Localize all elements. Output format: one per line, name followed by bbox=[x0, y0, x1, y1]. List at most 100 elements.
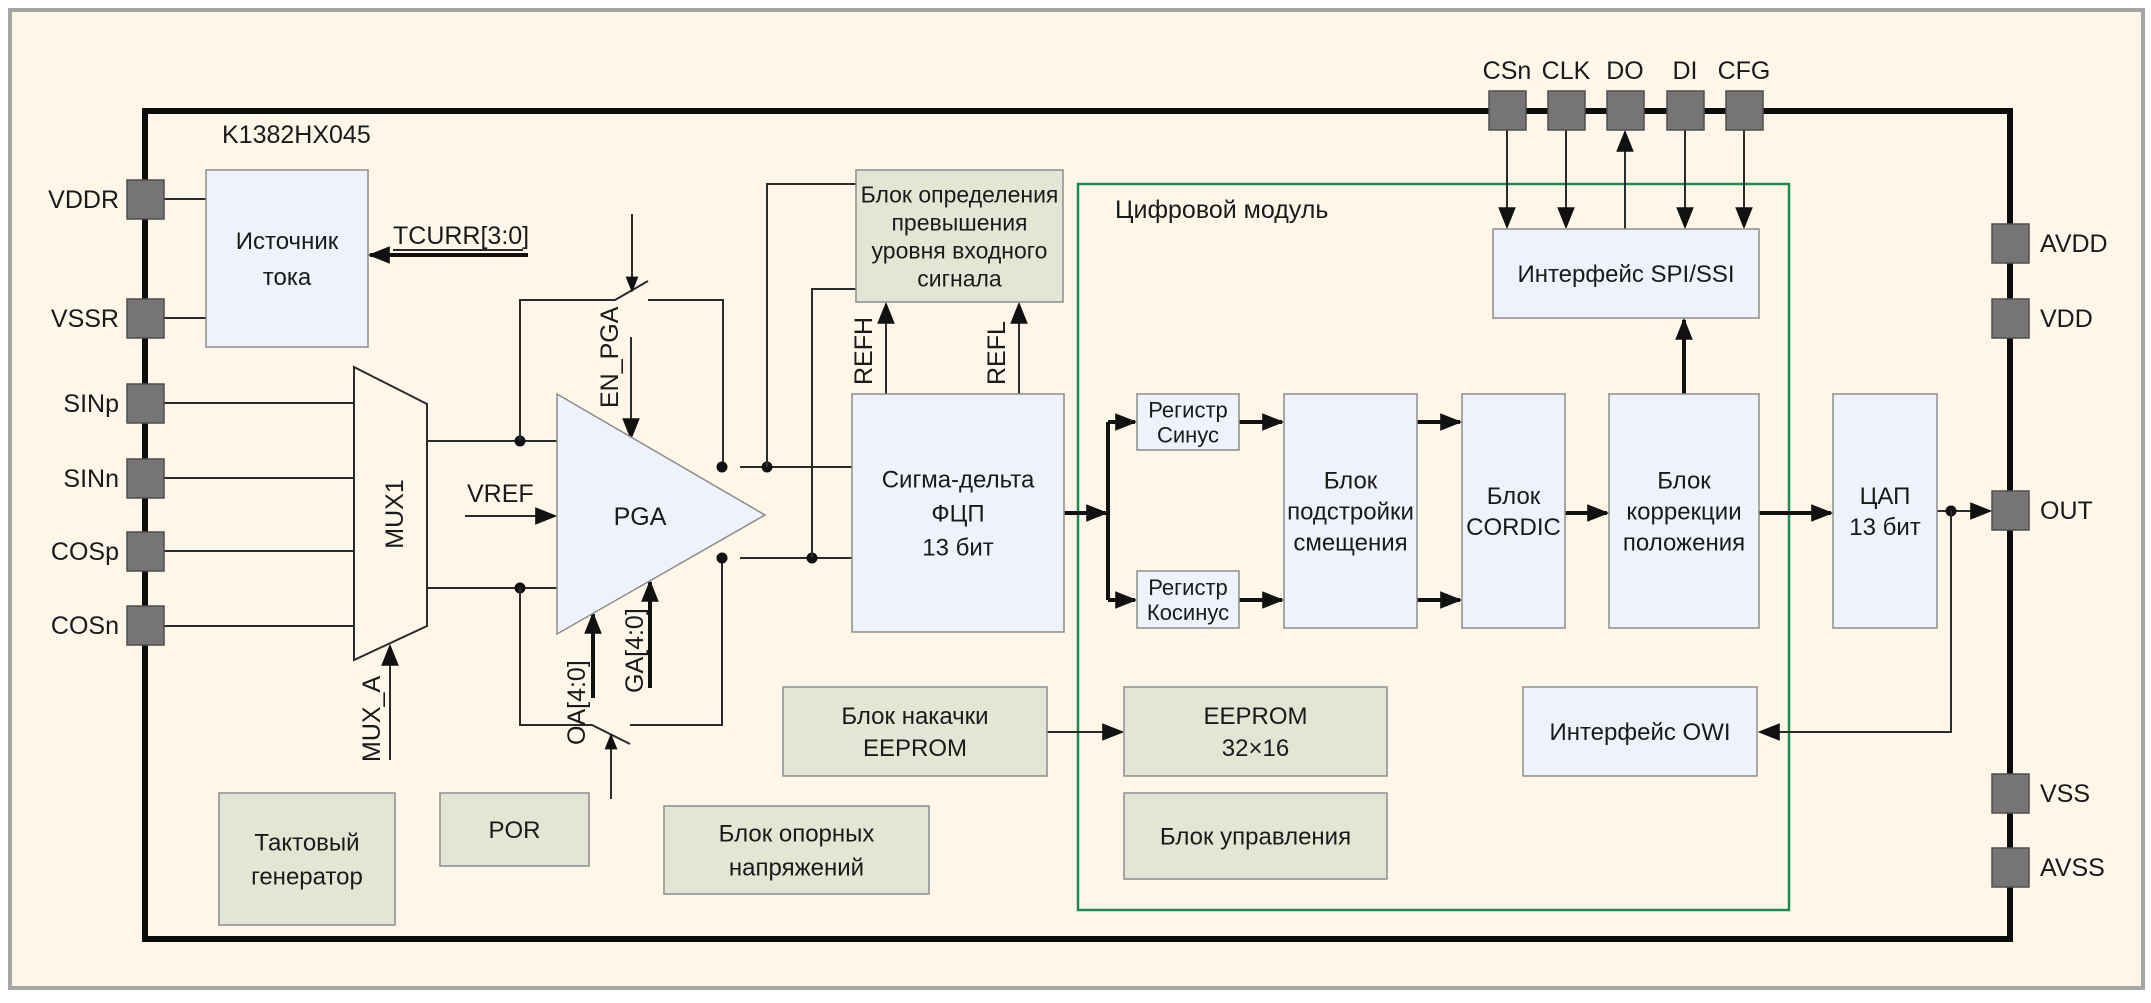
overload-detect-block-label: превышения bbox=[891, 209, 1027, 235]
eeprom-block-label: EEPROM bbox=[1203, 703, 1307, 730]
pin-label: VDD bbox=[2040, 305, 2093, 333]
refl-label: REFL bbox=[983, 321, 1011, 385]
pin-cfg[interactable]: CFG bbox=[1718, 57, 1771, 131]
register-cos-block-label: Регистр bbox=[1148, 575, 1228, 600]
cordic-block-label: Блок bbox=[1487, 483, 1541, 510]
sigma-delta-adc-block-label: Сигма-дельта bbox=[882, 467, 1035, 494]
register-cos-block-label: Косинус bbox=[1147, 600, 1229, 625]
chip-name: K1382HX045 bbox=[222, 121, 371, 149]
pad-square[interactable] bbox=[126, 298, 165, 339]
por-block-box bbox=[439, 792, 590, 867]
owi-interface-block-label: Интерфейс OWI bbox=[1549, 719, 1730, 746]
dac-block: ЦАП 13 бит bbox=[1832, 393, 1938, 629]
pin-vss[interactable]: VSS bbox=[1991, 773, 2090, 814]
pad-square[interactable] bbox=[1991, 298, 2030, 339]
offset-trim-block-box bbox=[1283, 393, 1418, 629]
cordic-block-label: CORDIC bbox=[1466, 514, 1561, 541]
owi-interface-block-box bbox=[1522, 686, 1758, 777]
pad-square[interactable] bbox=[126, 383, 165, 424]
pad-square[interactable] bbox=[1488, 90, 1527, 131]
pin-vdd[interactable]: VDD bbox=[1991, 298, 2093, 339]
junction-dot bbox=[716, 461, 728, 473]
pin-sinn[interactable]: SINn bbox=[63, 458, 165, 499]
pad-square[interactable] bbox=[126, 531, 165, 572]
pin-sinp[interactable]: SINp bbox=[63, 383, 165, 424]
pin-out[interactable]: OUT bbox=[1991, 490, 2093, 531]
pin-label: SINp bbox=[63, 390, 119, 418]
register-sin-block-label: Синус bbox=[1157, 422, 1219, 447]
pad-square[interactable] bbox=[1991, 223, 2030, 264]
eeprom-pump-block-label: Блок накачки bbox=[841, 703, 988, 730]
current-source-block-box bbox=[205, 169, 369, 348]
pad-square[interactable] bbox=[1991, 490, 2030, 531]
overload-detect-block-label: сигнала bbox=[917, 265, 1002, 291]
pad-square[interactable] bbox=[1725, 90, 1764, 131]
pad-square[interactable] bbox=[126, 605, 165, 646]
pin-label: AVSS bbox=[2040, 854, 2105, 882]
mux1-label: MUX1 bbox=[381, 479, 409, 548]
pin-vddr[interactable]: VDDR bbox=[48, 179, 165, 220]
por-block: POR bbox=[439, 792, 590, 867]
pin-avss[interactable]: AVSS bbox=[1991, 847, 2105, 888]
pin-di[interactable]: DI bbox=[1666, 57, 1705, 131]
pad-square[interactable] bbox=[1666, 90, 1705, 131]
pin-cosn[interactable]: COSn bbox=[51, 605, 165, 646]
register-sin-block-box bbox=[1136, 393, 1240, 451]
overload-input-upper bbox=[766, 183, 856, 467]
ga-label: GA[4:0] bbox=[621, 608, 649, 693]
sigma-delta-adc-block-box bbox=[851, 393, 1065, 633]
pad-square[interactable] bbox=[1991, 773, 2030, 814]
dac-block-label: ЦАП bbox=[1860, 483, 1911, 510]
pin-label: DO bbox=[1606, 57, 1644, 85]
pin-clk[interactable]: CLK bbox=[1542, 57, 1591, 131]
dac-block-label: 13 бит bbox=[1849, 514, 1921, 541]
pin-do[interactable]: DO bbox=[1606, 57, 1645, 131]
pin-csn[interactable]: CSn bbox=[1483, 57, 1532, 131]
position-correction-block-label: коррекции bbox=[1626, 499, 1741, 526]
offset-trim-block-label: Блок bbox=[1324, 468, 1378, 495]
eeprom-block-box bbox=[1123, 686, 1388, 777]
spi-interface-block-box bbox=[1492, 228, 1760, 319]
pin-label: VSSR bbox=[51, 305, 119, 333]
mux1-block: MUX1 bbox=[353, 365, 428, 662]
pad-square[interactable] bbox=[1547, 90, 1586, 131]
bottom-switch-right bbox=[630, 558, 723, 726]
en-pga-switch-right bbox=[648, 299, 724, 467]
register-sin-block-label: Регистр bbox=[1148, 397, 1228, 422]
en-pga-label: EN_PGA bbox=[596, 306, 624, 408]
pad-square[interactable] bbox=[1991, 847, 2030, 888]
spi-interface-block: Интерфейс SPI/SSI bbox=[1492, 228, 1760, 319]
current-source-block-label: Источник bbox=[236, 228, 339, 255]
pin-vssr[interactable]: VSSR bbox=[51, 298, 165, 339]
pin-avdd[interactable]: AVDD bbox=[1991, 223, 2108, 264]
clock-gen-block-box bbox=[218, 792, 396, 926]
mux-a-label: MUX_A bbox=[358, 676, 386, 762]
pin-label: OUT bbox=[2040, 497, 2093, 525]
pin-label: AVDD bbox=[2040, 230, 2108, 258]
pad-square[interactable] bbox=[126, 458, 165, 499]
pin-cosp[interactable]: COSp bbox=[51, 531, 165, 572]
pin-label: DI bbox=[1673, 57, 1698, 85]
pin-label: COSn bbox=[51, 612, 119, 640]
oa-label: OA[4:0] bbox=[563, 660, 591, 745]
pin-label: COSp bbox=[51, 538, 119, 566]
vref-label: VREF bbox=[467, 480, 534, 508]
pin-label: VDDR bbox=[48, 186, 119, 214]
out-to-owi bbox=[1757, 511, 1952, 741]
mux1-shape bbox=[353, 365, 428, 662]
voltage-ref-block-label: напряжений bbox=[729, 855, 864, 882]
pad-square[interactable] bbox=[1606, 90, 1645, 131]
digital-module-frame bbox=[1076, 182, 1791, 912]
dac-block-box bbox=[1832, 393, 1938, 629]
register-cos-block-box bbox=[1136, 570, 1240, 629]
overload-detect-block-label: Блок определения bbox=[861, 181, 1059, 207]
pad-square[interactable] bbox=[126, 179, 165, 220]
